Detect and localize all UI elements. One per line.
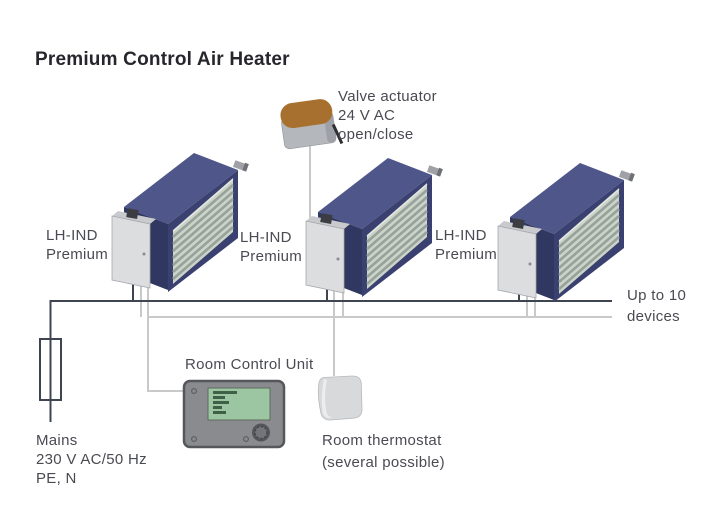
heater-unit-1 xyxy=(110,151,251,294)
bus-note-line1: Up to 10 xyxy=(627,287,686,304)
rcu-screw xyxy=(191,436,198,443)
rcu-knob-ridges xyxy=(254,425,268,440)
valve-actuator-antenna xyxy=(331,123,344,145)
heater1-label-line2: Premium xyxy=(46,246,108,263)
heater-unit-2 xyxy=(304,156,445,299)
heater2-label-line2: Premium xyxy=(240,248,302,265)
room-thermostat-label-line1: Room thermostat xyxy=(322,432,442,449)
heater1-label-line1: LH-IND xyxy=(46,227,98,244)
mains-wiring xyxy=(39,273,612,422)
rcu-screw xyxy=(243,436,250,443)
heater3-label-line2: Premium xyxy=(435,246,497,263)
mains-label-line1: Mains xyxy=(36,432,78,449)
room-thermostat-label-line2: (several possible) xyxy=(322,454,445,471)
bus-note-line2: devices xyxy=(627,308,680,325)
rcu-screw xyxy=(191,388,198,395)
room-control-unit-wire xyxy=(147,275,184,392)
mains-label-line3: PE, N xyxy=(36,470,77,487)
thermostat-highlight xyxy=(321,379,333,418)
valve-actuator-cap xyxy=(280,99,333,129)
thermostat-body xyxy=(317,375,363,421)
rcu-screen-text-rows xyxy=(213,391,237,414)
valve-actuator-device xyxy=(280,99,344,150)
room-control-unit-label: Room Control Unit xyxy=(185,356,314,373)
heater2-label-line1: LH-IND xyxy=(240,229,292,246)
heater3-label-line1: LH-IND xyxy=(435,227,487,244)
valve-actuator-label-line3: open/close xyxy=(338,126,414,143)
valve-actuator-label-line2: 24 V AC xyxy=(338,107,395,124)
room-control-unit-device xyxy=(182,379,286,449)
room-thermostat-device xyxy=(317,375,363,421)
valve-actuator-label-line1: Valve actuator xyxy=(338,88,437,105)
mains-label-line2: 230 V AC/50 Hz xyxy=(36,451,147,468)
diagram-title: Premium Control Air Heater xyxy=(35,49,290,70)
heater-unit-3 xyxy=(496,161,637,304)
mains-bus-line xyxy=(49,300,612,422)
